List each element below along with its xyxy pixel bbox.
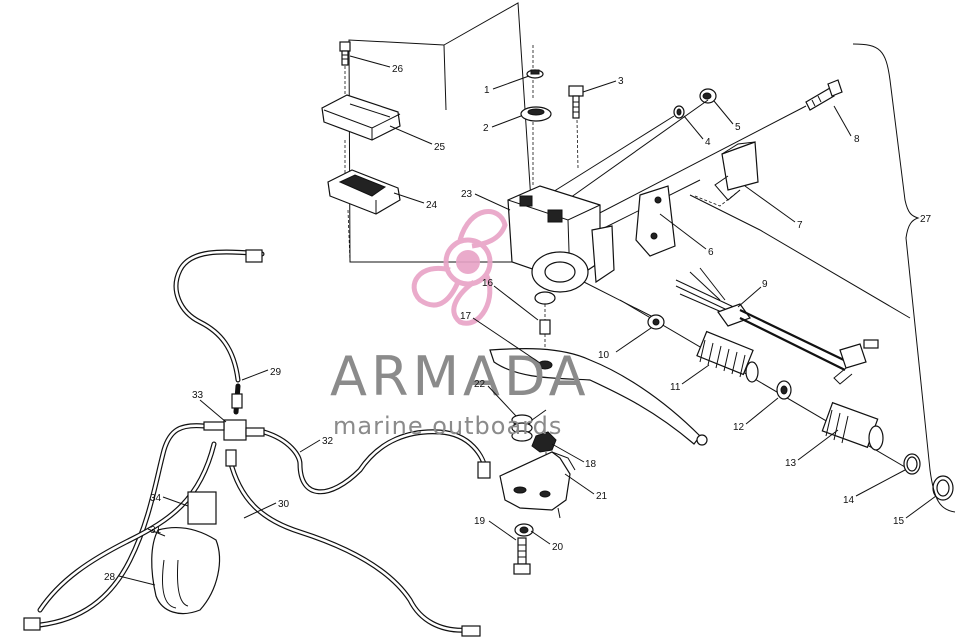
callout-14: 14 bbox=[843, 495, 855, 506]
callout-2: 2 bbox=[483, 123, 489, 134]
callout-10: 10 bbox=[598, 350, 610, 361]
part-2-washer bbox=[520, 106, 552, 185]
callout-18: 18 bbox=[585, 459, 597, 470]
callout-labels: 1 2 3 4 5 6 7 8 9 10 11 12 13 14 15 16 1… bbox=[104, 64, 932, 583]
part-13-sleeve bbox=[821, 401, 884, 451]
hose-fittings bbox=[23, 249, 491, 637]
part-28-tank bbox=[151, 527, 221, 615]
callout-31: 31 bbox=[150, 525, 162, 536]
part-10-clip bbox=[647, 314, 665, 330]
part-21-cam bbox=[499, 451, 576, 519]
watermark-tagline: marine outboards bbox=[333, 412, 562, 440]
part-17-lever bbox=[489, 347, 708, 446]
part-24-diaphragm bbox=[327, 140, 401, 263]
callout-32: 32 bbox=[322, 436, 334, 447]
part-33-tee bbox=[203, 393, 265, 467]
part-20-nut bbox=[514, 523, 534, 537]
part-8-screw bbox=[805, 79, 843, 111]
callout-13: 13 bbox=[785, 458, 797, 469]
callout-12: 12 bbox=[733, 422, 745, 433]
callout-6: 6 bbox=[708, 247, 714, 258]
callout-15: 15 bbox=[893, 516, 905, 527]
callout-11: 11 bbox=[670, 382, 681, 393]
part-7-bracket bbox=[694, 141, 759, 207]
callout-7: 7 bbox=[797, 220, 803, 231]
part-25-cover bbox=[321, 94, 401, 141]
part-4-washer bbox=[673, 105, 685, 119]
part-6-plate bbox=[635, 185, 676, 257]
callout-4: 4 bbox=[705, 137, 711, 148]
part-11-bellows bbox=[696, 330, 759, 383]
callout-25: 25 bbox=[434, 142, 446, 153]
group-bracket-27 bbox=[852, 43, 956, 513]
callout-21: 21 bbox=[596, 491, 608, 502]
part-3-bolt bbox=[568, 85, 584, 169]
callout-16: 16 bbox=[482, 278, 494, 289]
watermark-logo bbox=[411, 209, 508, 326]
callout-23: 23 bbox=[461, 189, 473, 200]
callout-17: 17 bbox=[460, 311, 472, 322]
callout-20: 20 bbox=[552, 542, 564, 553]
part-1-nut bbox=[526, 45, 544, 100]
part-12-washer bbox=[776, 380, 792, 400]
callout-22: 22 bbox=[474, 379, 486, 390]
watermark-brand: ARMADA bbox=[330, 345, 590, 408]
callout-33: 33 bbox=[192, 390, 204, 401]
part-34-filter bbox=[187, 491, 217, 525]
part-5-bushing bbox=[699, 88, 717, 104]
part-22-spring bbox=[511, 409, 547, 442]
callout-3: 3 bbox=[618, 76, 624, 87]
callout-5: 5 bbox=[735, 122, 741, 133]
callout-1: 1 bbox=[484, 85, 490, 96]
callout-26: 26 bbox=[392, 64, 404, 75]
callout-29: 29 bbox=[270, 367, 282, 378]
part-26-screw bbox=[339, 41, 351, 96]
part-23-housing bbox=[507, 185, 615, 305]
part-14-ring bbox=[903, 453, 921, 475]
callout-27: 27 bbox=[920, 214, 932, 225]
callout-leaders bbox=[118, 55, 937, 586]
callout-28: 28 bbox=[104, 572, 116, 583]
callout-34: 34 bbox=[150, 493, 162, 504]
callout-19: 19 bbox=[474, 516, 486, 527]
group-outline bbox=[348, 2, 536, 263]
part-15-ring bbox=[932, 475, 954, 501]
part-19-bolt bbox=[513, 537, 531, 575]
callout-30: 30 bbox=[278, 499, 290, 510]
part-9-cable bbox=[675, 267, 879, 385]
callout-9: 9 bbox=[762, 279, 768, 290]
callout-24: 24 bbox=[426, 200, 438, 211]
callout-8: 8 bbox=[854, 134, 860, 145]
